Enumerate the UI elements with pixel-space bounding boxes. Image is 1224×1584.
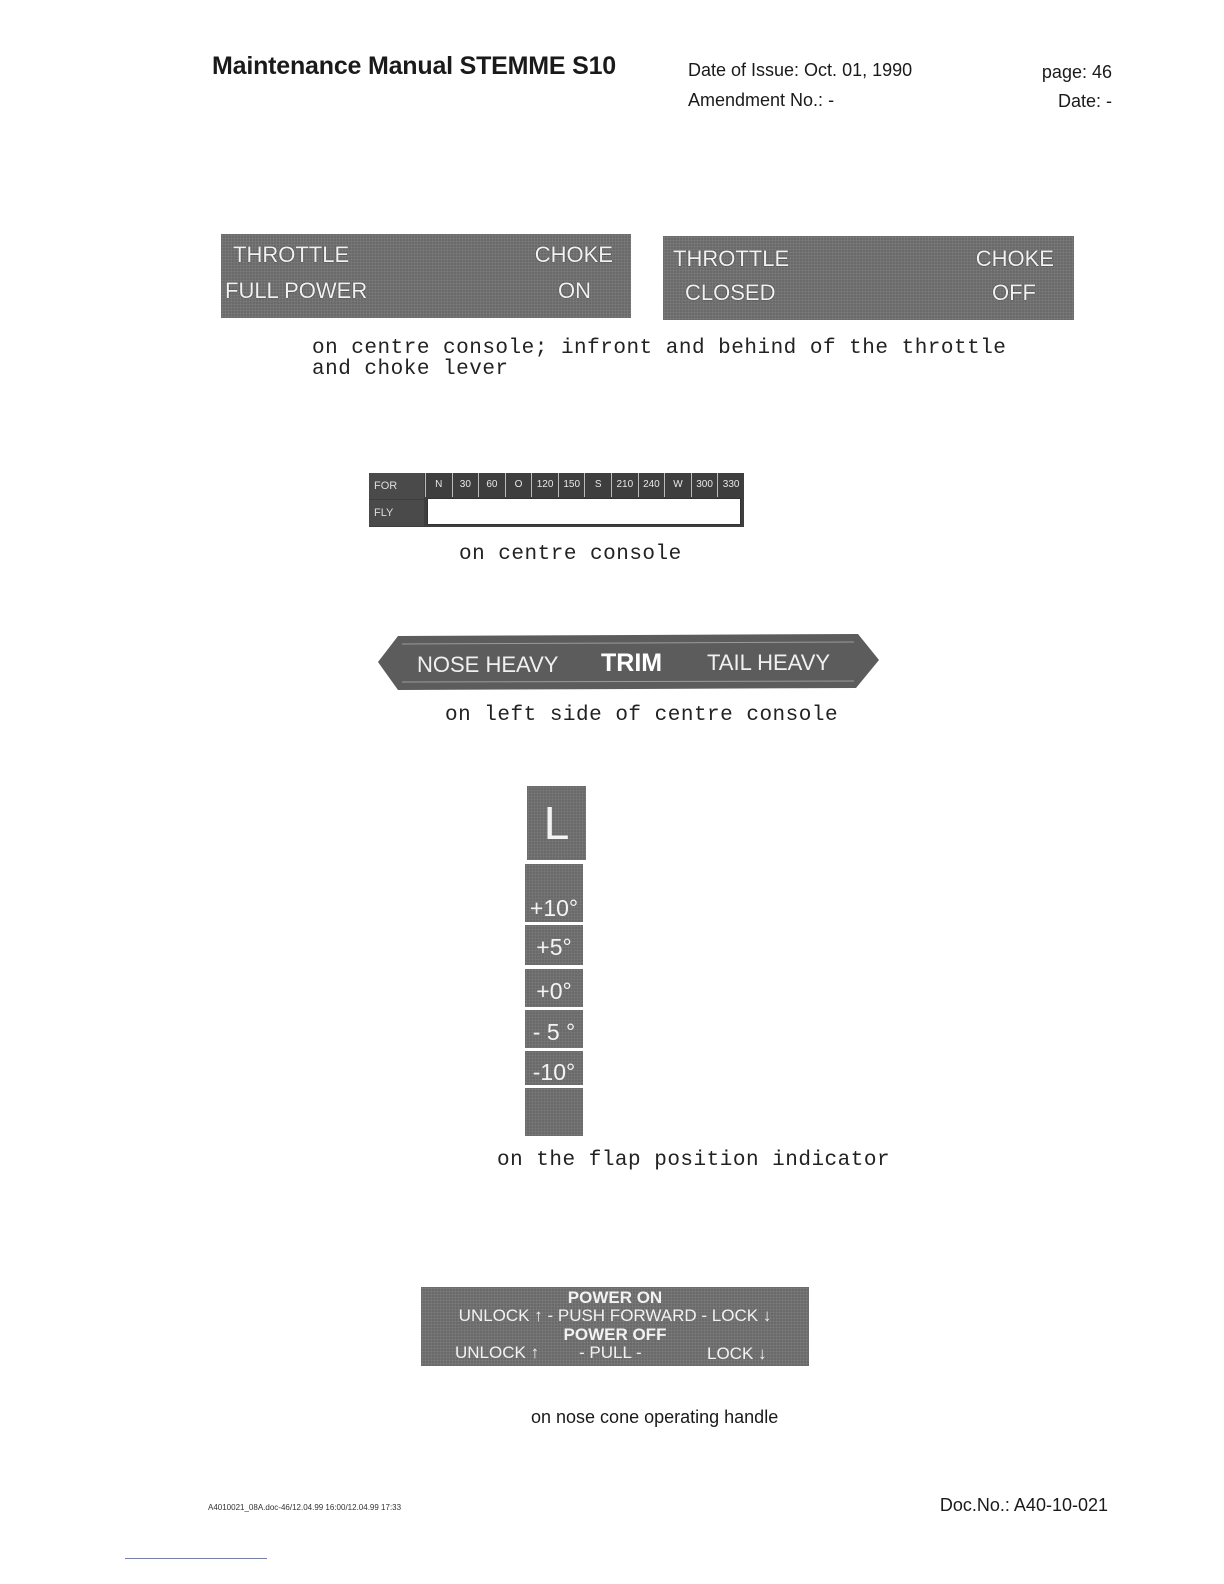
date-of-issue: Date of Issue: Oct. 01, 1990: [688, 60, 913, 80]
placard-off-label: OFF: [992, 280, 1036, 305]
flap-caption: on the flap position indicator: [497, 1149, 891, 1172]
placard-full-power-label: FULL POWER: [225, 278, 368, 303]
flap-position-minus-5: - 5 °: [525, 1010, 583, 1048]
nose-cone-caption: on nose cone operating handle: [531, 1407, 779, 1427]
flap-position-plus-10: +10°: [525, 864, 583, 922]
flap-landing-segment: L: [527, 786, 586, 860]
throttle-full-power-placard: THROTTLE CHOKE FULL POWER ON: [221, 234, 631, 318]
compass-heading-cell: W: [664, 473, 691, 497]
placard-on-label: ON: [558, 278, 591, 303]
compass-heading-cell: N: [425, 473, 452, 497]
placard-choke-label: CHOKE: [534, 242, 613, 267]
placard-throttle-label: THROTTLE: [673, 246, 790, 271]
compass-heading-cell: 150: [557, 473, 585, 497]
header-date: Date: -: [1057, 91, 1112, 111]
file-reference: A4010021_08A.doc-46/12.04.99 16:00/12.04…: [208, 1503, 402, 1512]
compass-heading-cell: 330: [717, 473, 744, 497]
trim-nose-heavy-label: NOSE HEAVY: [417, 652, 559, 677]
compass-caption: on centre console: [459, 543, 682, 566]
trim-tail-heavy-label: TAIL HEAVY: [707, 650, 830, 675]
power-off-lock-label: LOCK ↓: [707, 1344, 767, 1363]
compass-fly-label: FLY: [369, 500, 424, 526]
compass-fly-entry-field: [427, 498, 741, 525]
manual-title: Maintenance Manual STEMME S10: [212, 52, 617, 80]
compass-for-label: FOR: [369, 473, 424, 499]
power-off-unlock-label: UNLOCK ↑: [455, 1343, 540, 1362]
compass-heading-cell: 300: [690, 473, 718, 497]
placard-throttle-label: THROTTLE: [233, 242, 350, 267]
flap-position-minus-10: -10°: [525, 1051, 583, 1085]
placard-closed-label: CLOSED: [685, 280, 776, 305]
power-off-pull-label: - PULL -: [579, 1343, 642, 1362]
compass-heading-cell: 120: [531, 473, 558, 497]
power-off-heading: POWER OFF: [563, 1325, 667, 1344]
footer-rule: [125, 1558, 267, 1559]
flap-position-zero: +0°: [525, 969, 583, 1007]
trim-caption: on left side of centre console: [445, 704, 839, 727]
power-on-heading: POWER ON: [567, 1288, 663, 1307]
trim-center-label: TRIM: [601, 649, 662, 677]
compass-heading-cell: 240: [637, 473, 665, 497]
compass-heading-cell: 210: [611, 473, 638, 497]
compass-heading-cell: 60: [478, 473, 505, 497]
document-number: Doc.No.: A40-10-021: [939, 1495, 1108, 1515]
page-number: page: 46: [1041, 62, 1112, 82]
trim-placard: NOSE HEAVY TRIM TAIL HEAVY: [378, 634, 879, 690]
nose-cone-placard: POWER ON UNLOCK ↑ - PUSH FORWARD - LOCK …: [421, 1287, 809, 1366]
flap-position-plus-5: +5°: [525, 925, 583, 965]
flap-bottom-segment: [525, 1088, 583, 1136]
compass-heading-cell: S: [584, 473, 611, 497]
throttle-closed-placard: THROTTLE CHOKE CLOSED OFF: [663, 236, 1074, 320]
compass-heading-cell: O: [504, 473, 532, 497]
trim-placard-shape: [378, 634, 879, 690]
throttle-caption-line-1: on centre console; infront and behind of…: [312, 337, 1007, 360]
compass-heading-cell: 30: [451, 473, 479, 497]
power-on-instructions: UNLOCK ↑ - PUSH FORWARD - LOCK ↓: [458, 1306, 772, 1325]
amendment-number: Amendment No.: -: [688, 90, 835, 110]
throttle-caption-line-2: and choke lever: [312, 358, 509, 381]
placard-choke-label: CHOKE: [975, 246, 1054, 271]
